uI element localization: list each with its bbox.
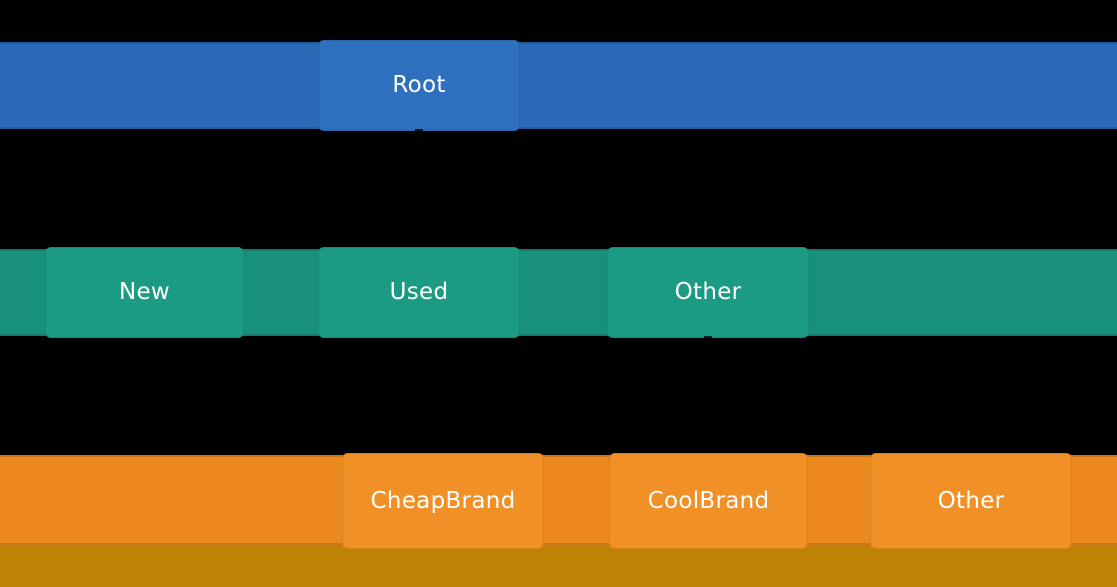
node-label: Other [674,279,742,305]
level-2-footer-strip [0,545,1117,587]
tree-node-root[interactable]: Root [318,40,520,134]
tree-node-coolbrand[interactable]: CoolBrand [609,453,808,549]
tree-node-other-mid[interactable]: Other [607,247,809,341]
node-label: New [118,279,171,305]
node-label: Root [392,72,446,98]
tree-node-used[interactable]: Used [318,247,520,338]
node-label: CoolBrand [647,487,770,514]
tree-node-new[interactable]: New [45,247,244,338]
level-0-bar [0,42,1117,129]
node-label: Used [389,279,449,305]
node-label: CheapBrand [370,487,516,514]
node-label: Other [937,487,1005,514]
expand-marker-icon [415,129,423,134]
tree-node-cheapbrand[interactable]: CheapBrand [342,453,544,549]
expand-marker-icon [704,336,712,341]
tree-node-other-bot[interactable]: Other [870,453,1072,549]
